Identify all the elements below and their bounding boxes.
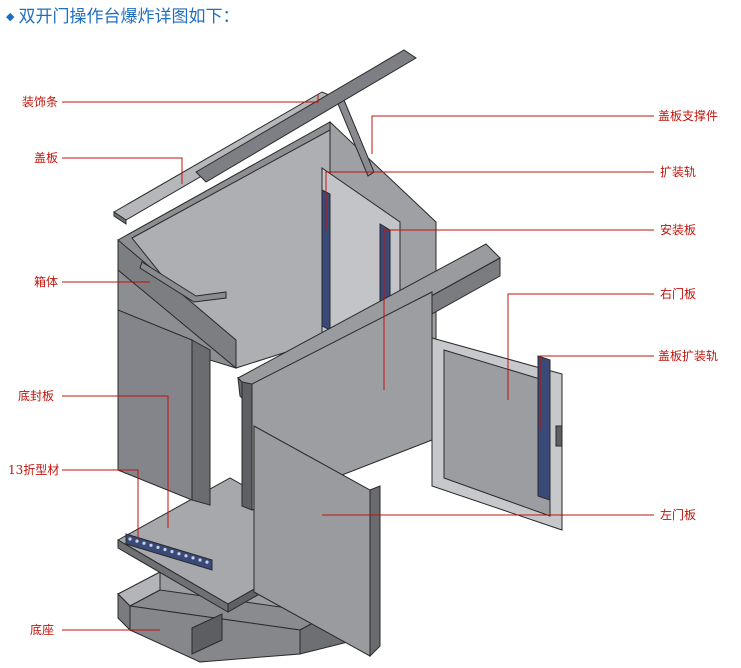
profile13-hole: [135, 539, 139, 543]
profile13-hole: [163, 547, 167, 552]
profile13-rail: [125, 533, 213, 571]
label-rail: 扩装轨: [660, 165, 696, 179]
page-title-text: 双开门操作台爆炸详图如下：: [18, 7, 240, 27]
cabinet-body: [117, 99, 437, 506]
label-cover-support: 盖板支撑件: [658, 108, 718, 123]
leader-mount-plate: [383, 229, 654, 390]
leader-right-door: [507, 293, 654, 400]
profile13-hole: [170, 550, 174, 554]
profile13-hole: [198, 558, 202, 562]
profile13-hole: [142, 541, 146, 545]
label-cabinet: 箱体: [34, 274, 58, 289]
label-bottom-seal: 底封板: [18, 388, 54, 403]
trim-strip: [195, 49, 417, 183]
label-profile13: 13折型材: [8, 462, 59, 477]
profile13-hole: [205, 560, 209, 564]
leader-lines: [62, 94, 654, 631]
profile13-hole: [184, 554, 188, 558]
profile13-hole: [177, 552, 181, 556]
diamond-bullet-icon: ◆: [6, 10, 15, 23]
profile13-hole: [191, 556, 195, 560]
page-title: ◆双开门操作台爆炸详图如下：: [6, 2, 239, 27]
label-trim: 装饰条: [22, 95, 58, 109]
profile13-hole: [128, 537, 132, 541]
label-cover: 盖板: [34, 151, 58, 165]
profile13-hole: [149, 543, 153, 547]
label-right-door: 右门板: [660, 286, 696, 301]
label-base: 底座: [30, 622, 54, 637]
leader-trim: [62, 94, 319, 103]
label-cover-rail: 盖板扩装轨: [658, 349, 718, 363]
leader-cover-rail: [539, 355, 654, 430]
left-door: [253, 425, 381, 658]
label-left-door: 左门板: [660, 507, 696, 522]
leader-cover-support: [371, 115, 654, 154]
right-door: [431, 337, 563, 531]
leader-rail: [325, 171, 654, 230]
leader-cover: [62, 157, 183, 184]
profile13-hole: [156, 545, 160, 550]
label-mount-plate: 安装板: [660, 222, 696, 237]
leader-profile13: [62, 469, 139, 538]
leader-bottom-seal: [62, 395, 169, 528]
profile13-holes: [128, 537, 209, 564]
